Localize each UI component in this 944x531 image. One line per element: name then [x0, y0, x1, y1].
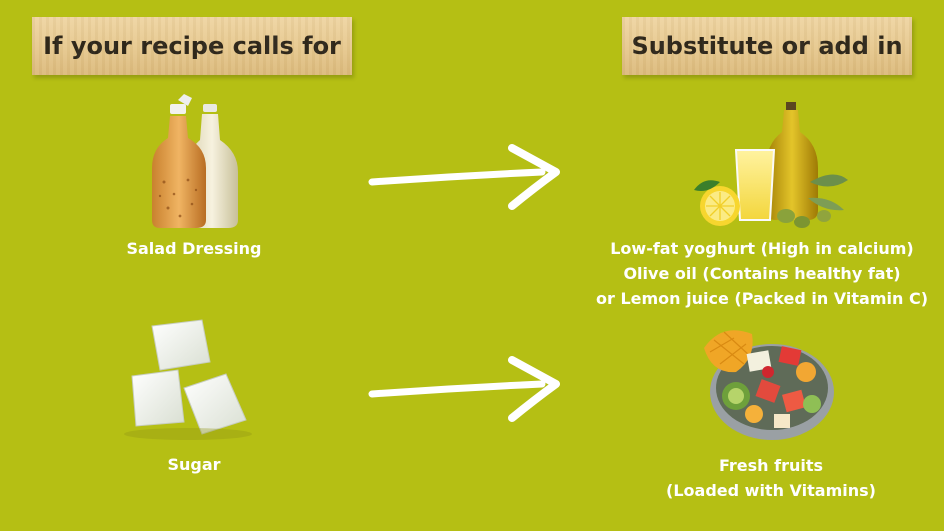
arrow-right-icon	[368, 144, 560, 210]
header-if-recipe-calls-for: If your recipe calls for	[32, 17, 352, 75]
substitute-text-salad: Low-fat yoghurt (High in calcium) Olive …	[592, 236, 932, 311]
header-substitute-or-add-in: Substitute or add in	[622, 17, 912, 75]
fruit-bowl-icon	[704, 330, 834, 440]
item-label-salad-dressing: Salad Dressing	[126, 239, 262, 258]
salad-dressing-bottles-icon	[152, 94, 238, 228]
substitute-line: Olive oil (Contains healthy fat)	[623, 264, 901, 283]
sugar-cubes-icon	[124, 319, 252, 440]
substitute-line: or Lemon juice (Packed in Vitamin C)	[595, 289, 928, 308]
item-label-sugar: Sugar	[167, 455, 221, 474]
header-left-text: If your recipe calls for	[43, 32, 341, 60]
substitute-line: (Loaded with Vitamins)	[666, 481, 876, 500]
olive-oil-lemon-juice-icon	[694, 102, 848, 228]
substitute-line: Fresh fruits	[718, 456, 824, 475]
substitute-line: Low-fat yoghurt (High in calcium)	[610, 239, 914, 258]
header-right-text: Substitute or add in	[631, 32, 903, 60]
substitute-text-sugar: Fresh fruits (Loaded with Vitamins)	[636, 453, 906, 503]
arrow-right-icon	[368, 356, 560, 422]
